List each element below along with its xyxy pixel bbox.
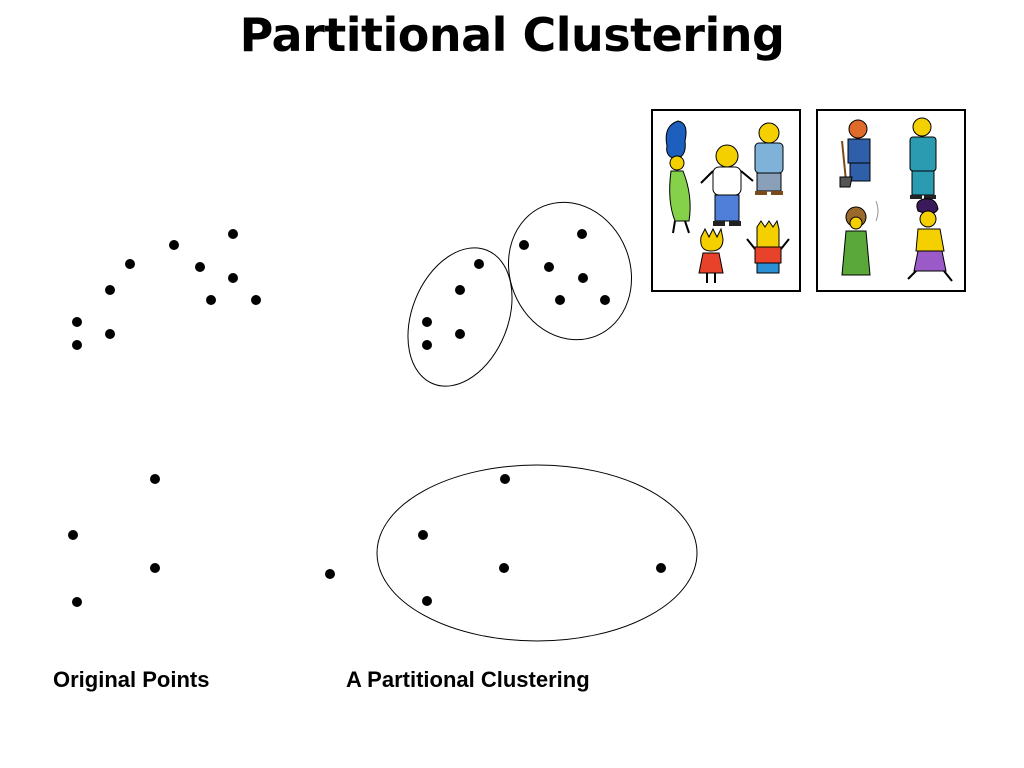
otto-icon <box>907 198 953 282</box>
skinner-icon <box>909 117 937 199</box>
clustered-point <box>422 596 432 606</box>
original-point <box>105 285 115 295</box>
clustered-point <box>555 295 565 305</box>
original-point <box>72 317 82 327</box>
clustered-point <box>500 474 510 484</box>
original-point <box>125 259 135 269</box>
homer-icon <box>700 144 754 226</box>
lisa-icon <box>698 227 724 283</box>
original-point <box>206 295 216 305</box>
partitional-clustering-caption: A Partitional Clustering <box>346 667 590 692</box>
cluster-ellipses-group <box>376 201 698 642</box>
cluster-ellipse <box>376 464 698 642</box>
clustered-point <box>600 295 610 305</box>
grampa-icon <box>754 122 784 195</box>
cartoon-family-box <box>651 109 801 292</box>
edna-icon <box>841 200 879 276</box>
clustered-point <box>455 329 465 339</box>
clustered-point <box>418 530 428 540</box>
original-point <box>68 530 78 540</box>
clustered-point <box>455 285 465 295</box>
original-point <box>150 474 160 484</box>
original-point <box>325 569 335 579</box>
original-point <box>228 229 238 239</box>
cluster-ellipse <box>407 247 513 387</box>
original-point <box>195 262 205 272</box>
clustered-point <box>578 273 588 283</box>
clustered-point <box>519 240 529 250</box>
clustered-point <box>422 340 432 350</box>
original-points-group <box>68 229 335 607</box>
clustered-point <box>656 563 666 573</box>
original-point <box>105 329 115 339</box>
clustered-point <box>544 262 554 272</box>
bart-icon <box>746 219 790 274</box>
marge-icon <box>665 120 691 234</box>
clustered-point <box>577 229 587 239</box>
original-point <box>72 340 82 350</box>
clustered-point <box>474 259 484 269</box>
slide-title: Partitional Clustering <box>239 8 785 62</box>
original-points-caption: Original Points <box>53 667 210 692</box>
cartoon-staff-box <box>816 109 966 292</box>
cluster-ellipse <box>507 201 633 341</box>
original-point <box>251 295 261 305</box>
clustered-points-group <box>418 229 666 606</box>
original-point <box>72 597 82 607</box>
clustered-point <box>499 563 509 573</box>
original-point <box>228 273 238 283</box>
original-point <box>169 240 179 250</box>
original-point <box>150 563 160 573</box>
clustered-point <box>422 317 432 327</box>
willie-icon <box>839 119 871 188</box>
